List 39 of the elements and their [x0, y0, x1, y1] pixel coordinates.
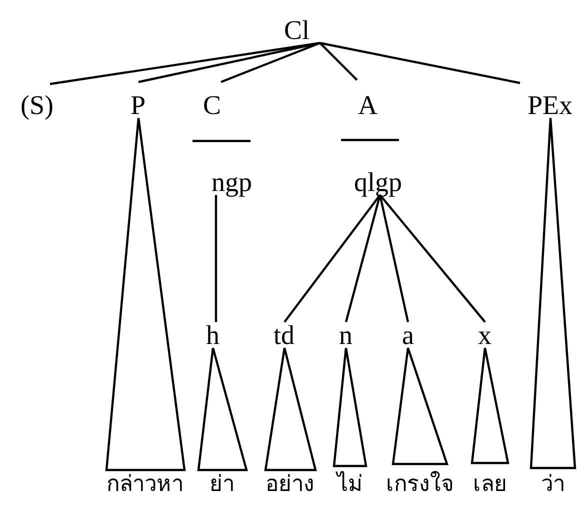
- word-label: ย่า: [210, 470, 234, 498]
- word-label: เลย: [473, 463, 507, 498]
- branch-line: [320, 42, 520, 84]
- category-label: P: [130, 82, 146, 118]
- word-label: ว่า: [541, 468, 565, 498]
- branch-line: [284, 194, 381, 323]
- triangle-branch: [530, 116, 576, 470]
- word-label: อย่าง: [266, 470, 314, 498]
- triangle-branch: [332, 346, 368, 468]
- category-label: Cl: [284, 17, 310, 43]
- branch-line: [344, 194, 382, 322]
- word-label: เกรงใจ: [386, 464, 454, 498]
- branch-line: [319, 42, 358, 81]
- category-label: C: [203, 82, 222, 141]
- branch-line: [138, 42, 320, 84]
- category-label: qlgp: [354, 140, 402, 195]
- branch-line: [379, 194, 486, 323]
- branch-line: [214, 195, 218, 322]
- word-label: ไม่: [337, 466, 363, 498]
- branch-line: [378, 194, 410, 322]
- category-label: a: [402, 322, 414, 348]
- category-label: A: [358, 80, 378, 140]
- triangle-branch: [392, 346, 449, 466]
- triangle-branch: [105, 116, 186, 472]
- category-label: x: [478, 322, 492, 348]
- triangle-branch: [197, 346, 248, 472]
- triangle-branch: [264, 346, 317, 472]
- triangle-branch: [470, 346, 510, 464]
- branch-line: [50, 42, 320, 86]
- category-label: ngp: [212, 141, 252, 195]
- category-label: (S): [20, 84, 54, 118]
- category-label: n: [339, 322, 352, 348]
- category-label: td: [274, 322, 295, 348]
- word-label: กล่าวหา: [106, 470, 184, 498]
- category-label: h: [206, 322, 220, 348]
- category-label: PEx: [528, 83, 573, 118]
- bar-line: [192, 140, 250, 142]
- branch-line: [220, 42, 320, 84]
- bar-line: [341, 138, 399, 142]
